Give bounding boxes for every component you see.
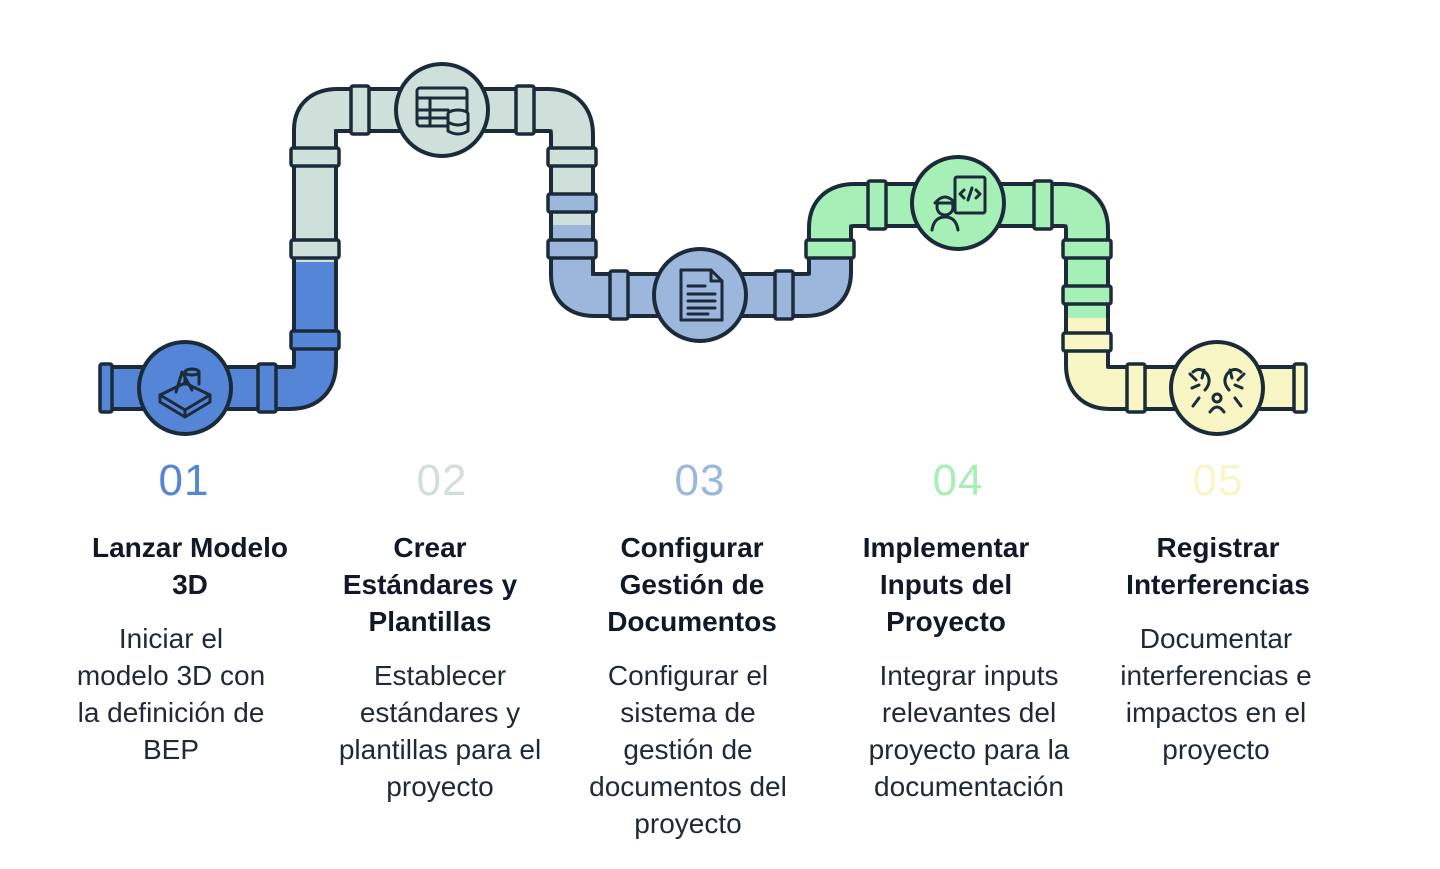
- step-number-02: 02: [406, 456, 478, 506]
- step-title-01: Lanzar Modelo 3D: [78, 529, 302, 603]
- step-number-01: 01: [148, 456, 220, 506]
- step-title-02: Crear Estándares y Plantillas: [330, 529, 530, 640]
- step-number-04: 04: [922, 456, 994, 506]
- step-title-03: Configurar Gestión de Documentos: [592, 529, 792, 640]
- step-number-03: 03: [664, 456, 736, 506]
- node-circle-04: [912, 157, 1004, 249]
- step-number-05: 05: [1182, 456, 1254, 506]
- step-description-05: Documentar interferencias e impactos en …: [1108, 620, 1324, 768]
- step-title-05: Registrar Interferencias: [1108, 529, 1328, 603]
- node-circle-05: [1171, 342, 1263, 434]
- step-description-02: Establecer estándares y plantillas para …: [332, 657, 548, 805]
- step-title-04: Implementar Inputs del Proyecto: [848, 529, 1044, 640]
- node-circle-01: [139, 342, 231, 434]
- step-description-01: Iniciar el modelo 3D con la definición d…: [70, 620, 272, 768]
- step-description-04: Integrar inputs relevantes del proyecto …: [852, 657, 1086, 805]
- step-description-03: Configurar el sistema de gestión de docu…: [586, 657, 790, 842]
